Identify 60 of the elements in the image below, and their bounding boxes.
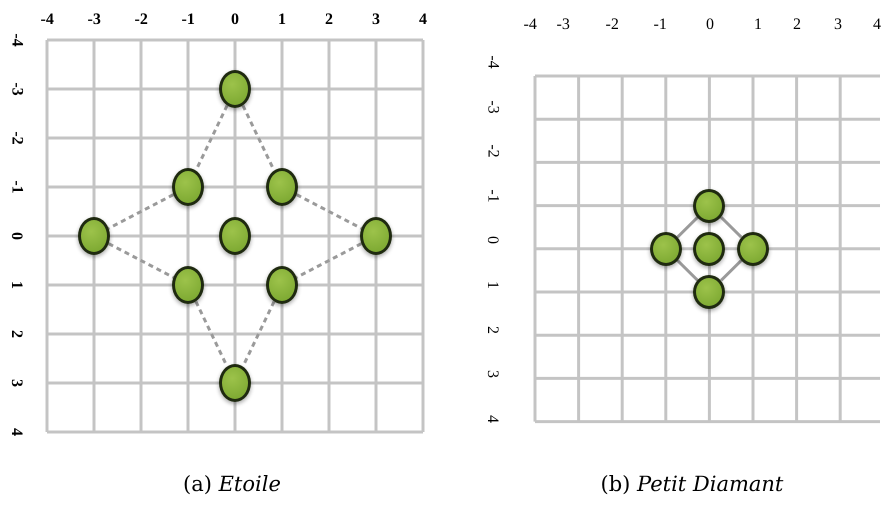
axis-number: 0 [484, 236, 500, 244]
axis-number: 2 [484, 326, 500, 334]
axis-number: -2 [606, 17, 619, 33]
axis-number: 2 [793, 17, 801, 33]
node-circle [172, 168, 204, 206]
subfigure-caption: (b) Petit Diamant [600, 474, 784, 494]
node-circle [172, 266, 204, 304]
axis-number: -3 [88, 12, 101, 28]
axis-number: -1 [182, 12, 195, 28]
axis-number: -2 [484, 144, 500, 158]
axis-number: -2 [134, 12, 148, 28]
node-circle [219, 217, 251, 255]
node-circle [219, 364, 251, 402]
axis-number: 3 [372, 12, 380, 28]
axis-number: -4 [484, 55, 500, 69]
node-circle [650, 232, 682, 266]
node-circle [737, 232, 769, 266]
subfigure-caption: (a) Etoile [183, 474, 281, 494]
axis-number: -3 [484, 100, 500, 114]
connector-line [720, 216, 742, 238]
axis-number: 0 [706, 17, 714, 33]
node-circle [266, 266, 298, 304]
axis-number: -4 [40, 12, 54, 28]
axis-number: 3 [834, 17, 842, 33]
dashed-connector [108, 242, 174, 279]
connector-line [720, 259, 742, 282]
node-circle [266, 168, 298, 206]
axis-number: -4 [8, 33, 24, 47]
axis-number: 4 [873, 17, 881, 33]
connector-line [676, 259, 699, 282]
axis-number: 1 [754, 17, 762, 33]
axis-number: -3 [556, 17, 570, 33]
axis-number: 1 [484, 281, 500, 289]
axis-number: 4 [419, 12, 427, 28]
axis-number: -1 [654, 17, 667, 33]
dashed-connector [296, 193, 362, 230]
node-circle [693, 232, 726, 266]
axis-number: 0 [231, 12, 239, 28]
node-circle [78, 217, 110, 255]
node-circle [693, 188, 726, 223]
axis-number: -1 [484, 189, 500, 202]
axis-number: 3 [484, 370, 500, 378]
axis-number: 0 [8, 232, 24, 240]
axis-number: 4 [8, 428, 24, 436]
axis-number: 2 [8, 330, 24, 338]
node-circle [360, 217, 392, 255]
dashed-connector [108, 193, 174, 230]
axis-number: 3 [8, 379, 24, 387]
axis-number: 1 [278, 12, 286, 28]
axis-number: -1 [8, 180, 24, 194]
connector-line [676, 216, 699, 238]
node-circle [693, 275, 726, 309]
axis-number: -3 [8, 82, 24, 96]
axis-number: 1 [8, 281, 24, 289]
axis-number: 4 [484, 414, 500, 423]
axis-number: -2 [8, 131, 24, 145]
node-circle [219, 70, 251, 108]
axis-number: 2 [325, 12, 333, 28]
axis-number: -4 [524, 17, 537, 33]
dashed-connector [296, 242, 362, 279]
